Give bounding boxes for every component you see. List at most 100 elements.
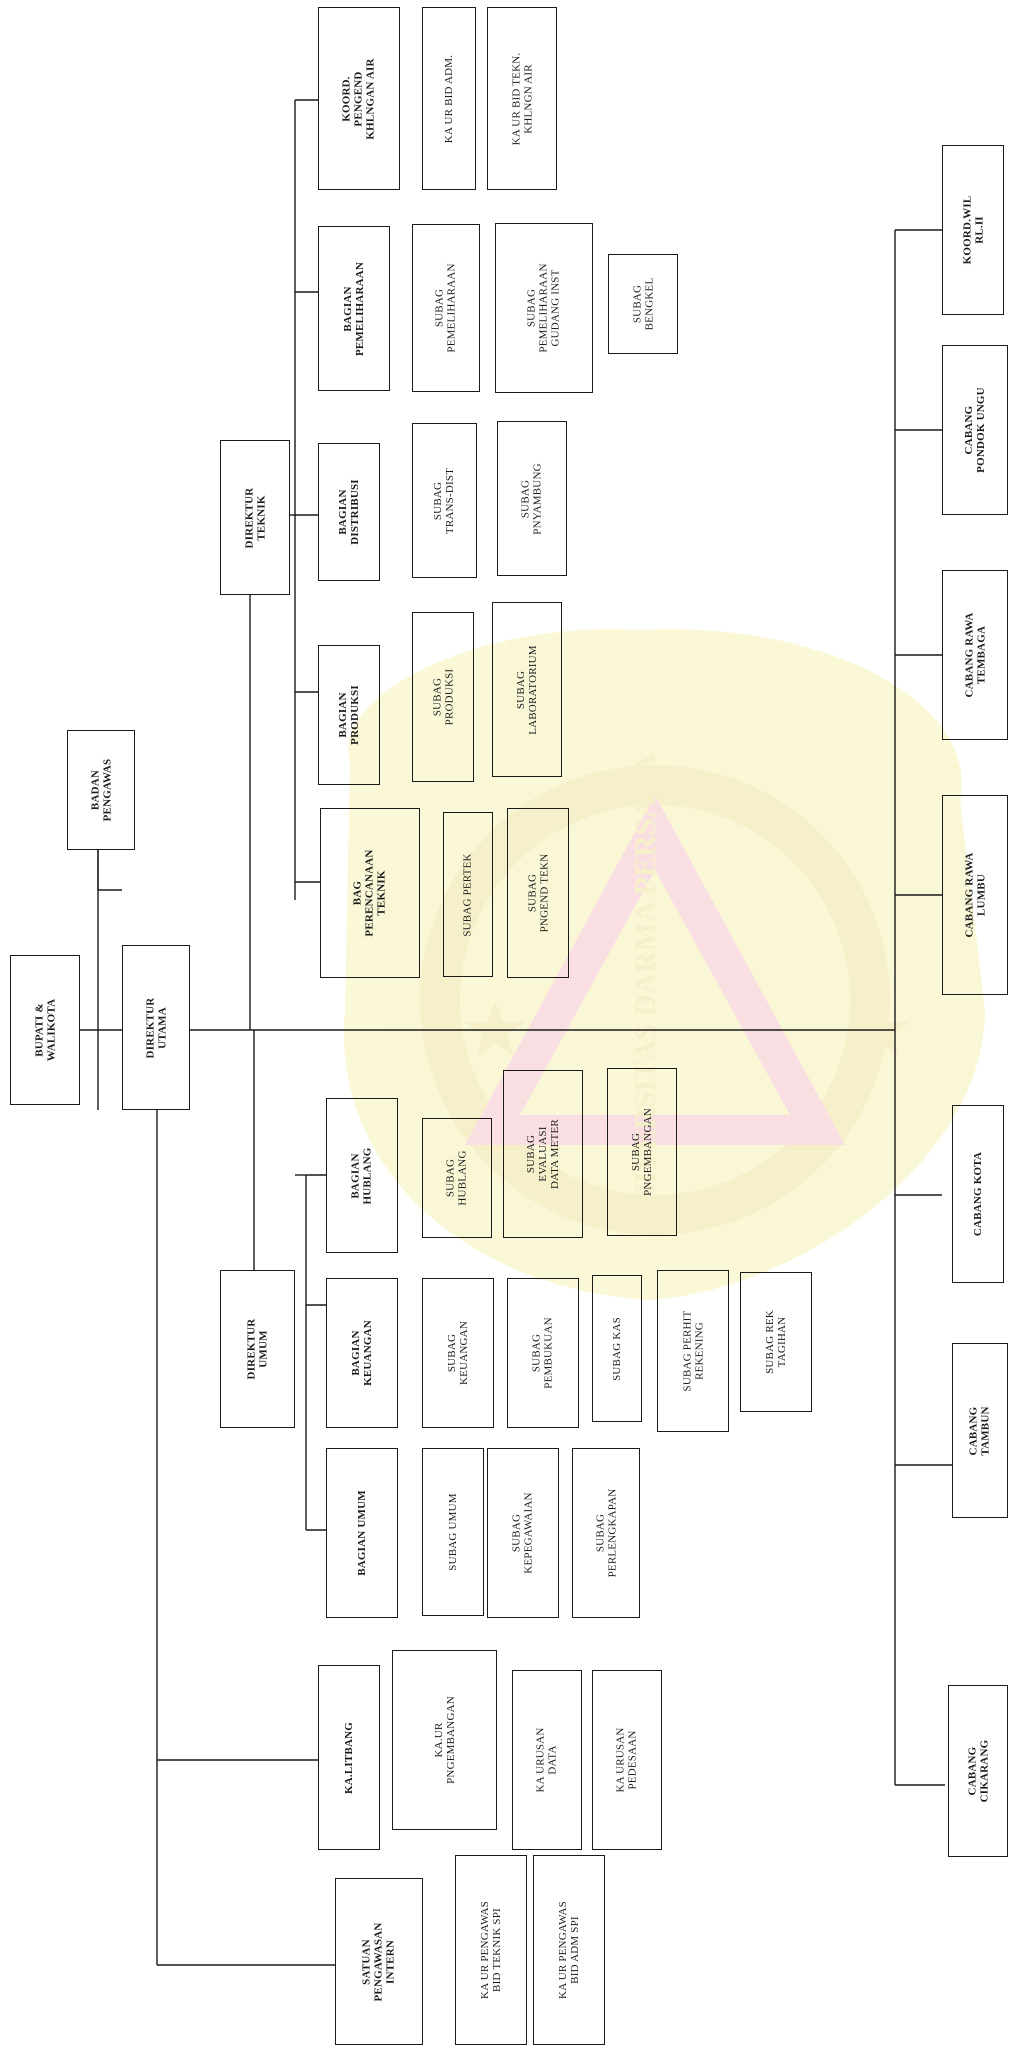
subag-pnyambung-box: SUBAG PNYAMBUNG [497,421,567,576]
ka-urusan-pedesaan-label: KA URUSAN PEDESAAN [615,1727,639,1793]
subag-pembukuan-box: SUBAG PEMBUKUAN [507,1278,579,1428]
subag-hublang-box: SUBAG HUBLANG [422,1118,492,1238]
ka-urusan-pedesaan-box: KA URUSAN PEDESAAN [592,1670,662,1850]
subag-pemeliharaan-gudang-label: SUBAG PEMELIHARAAN GUDANG INST [526,263,562,353]
bagian-umum-label: BAGIAN UMUM [356,1490,369,1576]
subag-keuangan-label: SUBAG KEUANGAN [446,1321,470,1385]
ka-ur-bid-adm-box: KA UR BID ADM. [422,7,476,190]
subag-pngembangan-label: SUBAG PNGEMBANGAN [630,1108,655,1196]
subag-hublang-label: SUBAG HUBLANG [445,1150,469,1206]
subag-kepegawaian-box: SUBAG KEPEGAWAIAN [487,1448,559,1618]
subag-perlengkapan-label: SUBAG PERLENGKAPAN [594,1488,619,1578]
ka-ur-pngembangan-label: KA.UR PNGEMBANGAN [432,1696,457,1784]
direktur-teknik-box: DIREKTUR TEKNIK [220,440,290,595]
ka-urusan-data-box: KA URUSAN DATA [512,1670,582,1850]
subag-pembukuan-label: SUBAG PEMBUKUAN [531,1317,556,1389]
subag-pemeliharaan-label: SUBAG PEMELIHARAAN [434,263,458,353]
subag-laboratorium-label: SUBAG LABORATORIUM [515,644,540,735]
subag-pemeliharaan-gudang-box: SUBAG PEMELIHARAAN GUDANG INST [495,223,593,393]
ka-ur-bid-adm-label: KA UR BID ADM. [443,54,455,143]
bupati-walikota-box: BUPATI & WALIKOTA [10,955,80,1105]
bagian-distribusi-box: BAGIAN DISTRIBUSI [318,443,380,581]
bagian-hublang-box: BAGIAN HUBLANG [326,1098,398,1253]
subag-umum-box: SUBAG UMUM [422,1448,484,1616]
subag-pngend-tekn-label: SUBAG PNGEND TEKN [526,853,551,933]
direktur-umum-box: DIREKTUR UMUM [220,1270,295,1428]
ka-ur-pngembangan-box: KA.UR PNGEMBANGAN [392,1650,497,1830]
cabang-kota-box: CABANG KOTA [952,1105,1004,1283]
subag-evaluasi-label: SUBAG EVALUASI DATA METER [525,1119,561,1189]
subag-bengkel-label: SUBAG BENGKEL [630,277,655,331]
ka-litbang-box: KA.LITBANG [318,1665,380,1850]
bagian-umum-box: BAGIAN UMUM [326,1448,398,1618]
ka-ur-pengawas-adm-label: KA UR PENGAWAS BID ADM SPI [557,1901,581,1999]
bag-perencanaan-label: BAG PERENCANAAN TEKNIK [352,849,388,937]
subag-kepegawaian-label: SUBAG KEPEGAWAIAN [511,1492,535,1574]
subag-pnyambung-label: SUBAG PNYAMBUNG [520,462,545,535]
subag-evaluasi-box: SUBAG EVALUASI DATA METER [503,1070,583,1238]
subag-kas-box: SUBAG KAS [592,1275,642,1422]
subag-pemeliharaan-box: SUBAG PEMELIHARAAN [412,224,480,392]
cabang-cikarang-box: CABANG CIKARANG [948,1685,1008,1857]
subag-trans-dist-box: SUBAG TRANS-DIST [412,423,477,578]
cabang-rawa-tembaga-label: CABANG RAWA TEMBAGA [963,612,988,698]
subag-rek-tagihan-label: SUBAG REK TAGIHAN [764,1310,788,1374]
subag-produksi-label: SUBAG PRODUKSI [431,668,455,726]
koord-wil-label: KOORD.WIL RL.II [961,195,986,265]
ka-ur-pengawas-teknik-label: KA UR PENGAWAS BID TEKNIK SPI [479,1901,503,1999]
bag-perencanaan-teknik-box: BAG PERENCANAAN TEKNIK [320,808,420,978]
ka-ur-pengawas-teknik-box: KA UR PENGAWAS BID TEKNIK SPI [455,1855,527,2045]
spi-label: SATUAN PENGAWASAN INTERN [360,1921,397,2002]
koord-wil-box: KOORD.WIL RL.II [942,145,1004,315]
subag-bengkel-box: SUBAG BENGKEL [608,254,678,354]
satuan-pengawasan-intern-box: SATUAN PENGAWASAN INTERN [335,1878,423,2045]
koord-pengend-air-box: KOORD. PENGEND KHLNGAN AIR [318,7,400,190]
bagian-produksi-box: BAGIAN PRODUKSI [318,645,380,785]
subag-pertek-box: SUBAG PERTEK [443,812,493,977]
subag-rek-tagihan-box: SUBAG REK TAGIHAN [740,1272,812,1412]
badan-pengawas-box: BADAN PENGAWAS [67,730,135,850]
subag-perhit-rekening-label: SUBAG PERHIT REKENING [681,1310,705,1392]
ka-ur-pengawas-adm-box: KA UR PENGAWAS BID ADM SPI [533,1855,605,2045]
ka-urusan-data-label: KA URUSAN DATA [535,1727,559,1793]
direktur-utama-label: DIREKTUR UTAMA [143,997,168,1058]
cabang-tambun-label: CABANG TAMBUN [968,1405,992,1456]
cabang-pondok-ungu-box: CABANG PONDOK UNGU [942,345,1008,515]
subag-pertek-label: SUBAG PERTEK [462,852,474,937]
cabang-pondok-ungu-label: CABANG PONDOK UNGU [963,387,987,473]
subag-produksi-box: SUBAG PRODUKSI [412,612,474,782]
cabang-cikarang-label: CABANG CIKARANG [966,1739,990,1803]
bagian-distribusi-label: BAGIAN DISTRIBUSI [337,479,361,545]
ka-ur-bid-tekn-air-label: KA UR BID TEKN. KHLNGN AIR [510,52,535,145]
bupati-label: BUPATI & WALIKOTA [33,998,57,1062]
cabang-rawa-lumbu-label: CABANG RAWA LUMBU [963,852,988,938]
subag-perlengkapan-box: SUBAG PERLENGKAPAN [572,1448,640,1618]
cabang-tambun-box: CABANG TAMBUN [952,1343,1008,1518]
bagian-keuangan-box: BAGIAN KEUANGAN [326,1278,398,1428]
subag-pngend-tekn-box: SUBAG PNGEND TEKN [507,808,569,978]
ka-ur-bid-tekn-air-box: KA UR BID TEKN. KHLNGN AIR [487,7,557,190]
subag-trans-dist-label: SUBAG TRANS-DIST [432,467,457,534]
koord-pengend-air-label: KOORD. PENGEND KHLNGAN AIR [341,57,378,140]
bagian-keuangan-label: BAGIAN KEUANGAN [350,1320,374,1386]
bagian-pemeliharaan-label: BAGIAN PEMELIHARAAN [342,261,367,356]
subag-perhit-rekening-box: SUBAG PERHIT REKENING [657,1270,729,1432]
ka-litbang-label: KA.LITBANG [343,1721,355,1794]
direktur-umum-label: DIREKTUR UMUM [245,1318,270,1380]
direktur-utama-box: DIREKTUR UTAMA [122,945,190,1110]
direktur-teknik-label: DIREKTUR TEKNIK [242,487,267,548]
cabang-rawa-tembaga-box: CABANG RAWA TEMBAGA [942,570,1008,740]
subag-kas-label: SUBAG KAS [611,1316,623,1381]
subag-umum-label: SUBAG UMUM [447,1493,459,1571]
bagian-pemeliharaan-box: BAGIAN PEMELIHARAAN [318,226,390,391]
badan-pengawas-label: BADAN PENGAWAS [88,758,113,822]
subag-laboratorium-box: SUBAG LABORATORIUM [492,602,562,777]
bagian-produksi-label: BAGIAN PRODUKSI [336,685,361,745]
subag-pngembangan-box: SUBAG PNGEMBANGAN [607,1068,677,1236]
subag-keuangan-box: SUBAG KEUANGAN [422,1278,494,1428]
cabang-rawa-lumbu-box: CABANG RAWA LUMBU [942,795,1008,995]
bagian-hublang-label: BAGIAN HUBLANG [350,1146,374,1205]
cabang-kota-label: CABANG KOTA [972,1151,985,1237]
